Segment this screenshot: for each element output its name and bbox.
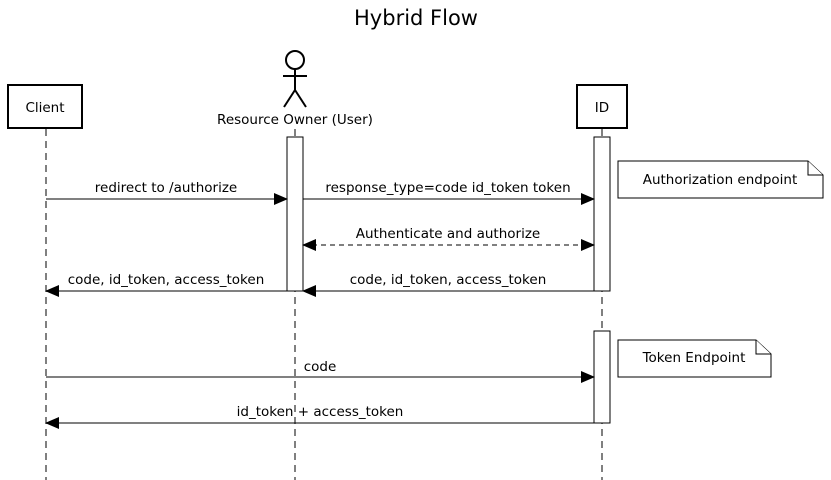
message-label: code, id_token, access_token — [350, 272, 547, 288]
note-token-endpoint: Token Endpoint — [617, 339, 772, 378]
message-label: code, id_token, access_token — [68, 272, 265, 288]
message-label: code — [304, 359, 337, 375]
participant-id-label: ID — [595, 100, 609, 116]
participant-id — [576, 84, 628, 129]
actor-figure-icon — [283, 50, 307, 108]
note-authorization-endpoint: Authorization endpoint — [617, 160, 824, 199]
message-label: id_token + access_token — [237, 404, 404, 420]
message-label: Authenticate and authorize — [356, 226, 540, 242]
message-label: redirect to /authorize — [95, 180, 237, 196]
participant-client — [7, 84, 83, 129]
activation-id-1 — [593, 136, 611, 292]
note-authorization-endpoint-label: Authorization endpoint — [643, 172, 798, 188]
participant-client-label: Client — [25, 100, 64, 116]
note-token-endpoint-label: Token Endpoint — [642, 350, 746, 366]
participant-resource-owner-label: Resource Owner (User) — [217, 112, 373, 128]
diagram-title: Hybrid Flow — [354, 6, 478, 30]
message-label: response_type=code id_token token — [325, 180, 570, 196]
activation-resource-owner — [286, 136, 304, 292]
activation-id-2 — [593, 330, 611, 424]
